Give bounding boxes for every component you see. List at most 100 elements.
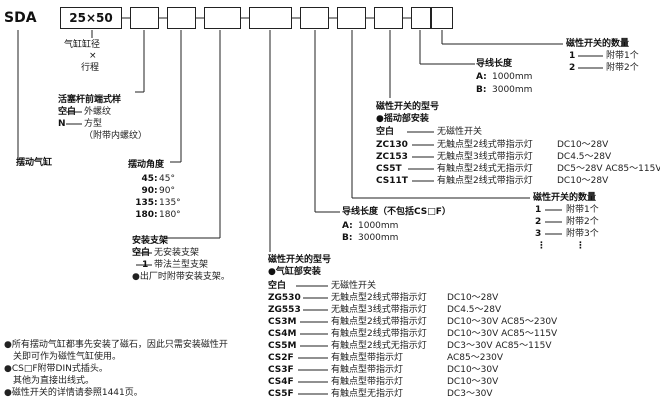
switch-qty-2-code: 3 <box>535 229 542 239</box>
switch-qty-1-desc: 附带2个 <box>606 63 639 73</box>
switch-qty-1-desc: 附带1个 <box>606 51 639 61</box>
switch-model-1-desc: 有触点型2线式带指示灯 <box>437 176 533 186</box>
swing-angle-code: 180 <box>135 210 154 220</box>
switch-model-1-code: CS5T <box>376 164 402 174</box>
switch-qty-2-title: 磁性开关的数量 <box>533 193 597 203</box>
bore-label: 气缸缸径 <box>64 40 101 50</box>
switch-model-2-spec: DC10～30V <box>447 365 499 375</box>
switch-model-2-spec: DC3～30V AC85～115V <box>447 341 552 351</box>
switch-model-2-spec: DC10～28V <box>447 293 499 303</box>
switch-model-2-subtitle: ●气缸部安装 <box>268 267 321 277</box>
switch-model-2-box <box>249 7 292 29</box>
switch-model-2-spec: DC3～30V <box>447 389 493 399</box>
size-box: 25×50 <box>60 7 122 29</box>
switch-model-1-code: CS11T <box>376 176 408 186</box>
switch-model-1-desc: 有触点型2线式无指示灯 <box>437 164 533 174</box>
switch-model-2-spec: DC10～30V AC85～230V <box>447 317 558 327</box>
lead-length-2-code: B: <box>342 233 353 243</box>
note-line: 其他为直接出线式。 <box>13 376 95 386</box>
note-line: 关即可作为磁性气缸使用。 <box>13 352 122 362</box>
switch-model-1-code: ZC130 <box>376 140 408 150</box>
switch-model-1-box <box>374 7 403 29</box>
switch-model-2-desc: 有触点型无指示灯 <box>331 389 404 399</box>
switch-model-1-desc: 无触点型3线式带指示灯 <box>437 152 533 162</box>
switch-qty-2-desc: 附带1个 <box>566 205 599 215</box>
switch-model-1-desc: 无触点型2线式带指示灯 <box>437 140 533 150</box>
switch-model-2-code: ZG553 <box>268 305 301 315</box>
switch-model-2-code: CS4F <box>268 377 294 387</box>
note-line: ●所有摆动气缸都事先安装了磁石，因此只需安装磁性开 <box>4 340 228 350</box>
note-line: ●CS□F附带DIN式插头。 <box>4 364 108 374</box>
mounting-note: ●出厂时附带安装支架。 <box>132 272 230 282</box>
rod-end-code: N <box>58 119 66 129</box>
swing-angle-box <box>167 7 196 29</box>
switch-model-2-desc: 有触点型2线式带指示灯 <box>331 329 427 339</box>
lead-length-2-value: 1000mm <box>358 221 399 231</box>
mounting-title: 安装支架 <box>132 236 169 246</box>
mounting-code: 空白 <box>132 248 151 258</box>
switch-model-1-code: ZC153 <box>376 152 408 162</box>
switch-model-2-desc: 有触点型带指示灯 <box>331 377 404 387</box>
switch-qty-1-code: 2 <box>569 63 576 73</box>
switch-model-2-spec: AC85～230V <box>447 353 504 363</box>
swing-angle-code: 135 <box>135 198 154 208</box>
times-sign: × <box>89 51 97 61</box>
lead-length-2-title: 导线长度（不包括CS□F） <box>342 207 451 217</box>
switch-model-2-desc: 有触点型2线式无指示灯 <box>331 341 427 351</box>
switch-qty-2-desc: 附带3个 <box>566 229 599 239</box>
switch-model-2-code: CS2F <box>268 353 294 363</box>
lead-length-2-code: A: <box>342 221 353 231</box>
swing-angle-value: 90° <box>159 186 175 196</box>
lead-length-1-title: 导线长度 <box>476 59 513 69</box>
switch-model-1-subtitle: ●摇动部安装 <box>376 114 429 124</box>
switch-model-2-spec: DC10～30V AC85～115V <box>447 329 558 339</box>
switch-model-2-code: CS5F <box>268 389 294 399</box>
switch-model-2-desc: 无磁性开关 <box>331 281 377 291</box>
mounting-box <box>204 7 241 29</box>
lead-length-1-box <box>411 7 431 29</box>
model-code: SDA <box>4 10 37 26</box>
rod-end-note: （附带内螺纹） <box>84 131 148 141</box>
switch-model-2-code: CS5M <box>268 341 297 351</box>
rod-end-desc: 方型 <box>84 119 103 129</box>
swing-angle-value: 45° <box>159 174 175 184</box>
stroke-label: 行程 <box>81 63 100 73</box>
size-code: 25×50 <box>69 11 113 25</box>
switch-qty-1-code: 1 <box>569 51 576 61</box>
switch-model-2-title: 磁性开关的型号 <box>268 255 332 265</box>
mounting-desc: 无安装支架 <box>154 248 200 258</box>
switch-qty-1-title: 磁性开关的数量 <box>566 39 630 49</box>
switch-model-1-spec: DC10～28V <box>557 140 609 150</box>
mounting-desc: 带法兰型支架 <box>154 260 209 270</box>
switch-model-1-title: 磁性开关的型号 <box>376 102 440 112</box>
switch-model-2-desc: 有触点型带指示灯 <box>331 353 404 363</box>
swing-angle-title: 摆动角度 <box>128 160 165 170</box>
switch-model-1-spec: DC5～28V AC85～115V <box>557 164 660 174</box>
swing-angle-value: 135° <box>159 198 181 208</box>
cylinder-type-label: 摆动气缸 <box>16 158 53 168</box>
switch-model-1-spec: DC10～28V <box>557 176 609 186</box>
lead-length-2-value: 3000mm <box>358 233 399 243</box>
lead-length-1-value: 1000mm <box>492 72 533 82</box>
swing-angle-value: 180° <box>159 210 181 220</box>
switch-qty-2-code: 1 <box>535 205 542 215</box>
switch-qty-2-code: 2 <box>535 217 542 227</box>
switch-model-2-code: CS3M <box>268 317 297 327</box>
lead-length-2-box <box>300 7 329 29</box>
switch-model-2-desc: 有触点型2线式带指示灯 <box>331 317 427 327</box>
switch-model-2-desc: 有触点型带指示灯 <box>331 365 404 375</box>
rod-end-box <box>130 7 159 29</box>
switch-model-2-desc: 无触点型2线式带指示灯 <box>331 293 427 303</box>
switch-model-1-desc: 无磁性开关 <box>437 127 483 137</box>
note-line: ●磁性开关的详情请参照1441页。 <box>4 388 143 398</box>
switch-model-1-spec: DC4.5～28V <box>557 152 612 162</box>
mounting-code: 1 <box>142 260 149 270</box>
lead-length-1-code: B: <box>476 85 487 95</box>
switch-qty-2-code: ⋮ <box>537 241 546 251</box>
switch-model-2-code: 空白 <box>268 281 287 291</box>
switch-model-2-desc: 无触点型3线式带指示灯 <box>331 305 427 315</box>
switch-model-1-code: 空白 <box>376 127 395 137</box>
swing-angle-code: 90 <box>141 186 154 196</box>
